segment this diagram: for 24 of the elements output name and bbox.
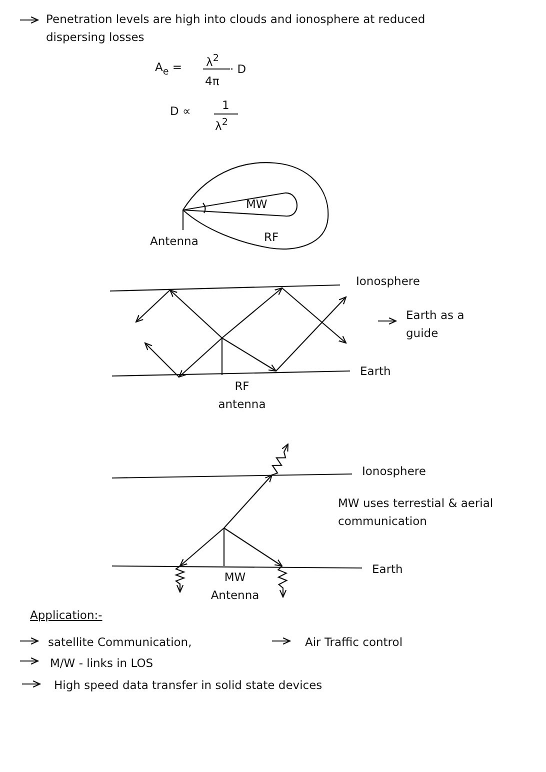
list-item: M/W - links in LOS [50,655,154,672]
list-item: satellite Communication, [48,634,192,651]
list-item: Air Traffic control [305,634,403,651]
formula-term: 4π [205,73,220,90]
layer-label: Earth [372,561,403,578]
antenna-label: MW Antenna [210,569,260,604]
formula-term: λ$^{2}$ [206,52,219,71]
formula-term: · D [230,61,246,78]
list-item: High speed data transfer in solid state devices [54,677,322,694]
formula-term: D ∝ [170,103,191,120]
note-text: Penetration levels are high into clouds and ionosphere at reduced dispersing losses [46,11,426,46]
antenna-label: RF antenna [217,378,267,413]
antenna-label: Antenna [150,233,198,250]
formula-term: λ$^{2}$ [215,116,228,135]
formula-term: A$_{e}$ = [155,59,182,80]
note-text: MW uses terrestial & aerial communication [338,495,494,530]
note-text: Earth as a guide [406,307,466,342]
beam-label: MW [246,196,268,213]
layer-label: Ionosphere [356,273,420,290]
beam-label: RF [264,229,279,246]
section-heading: Application:- [30,607,102,624]
layer-label: Ionosphere [362,463,426,480]
formula-term: 1 [222,97,230,114]
layer-label: Earth [360,363,391,380]
